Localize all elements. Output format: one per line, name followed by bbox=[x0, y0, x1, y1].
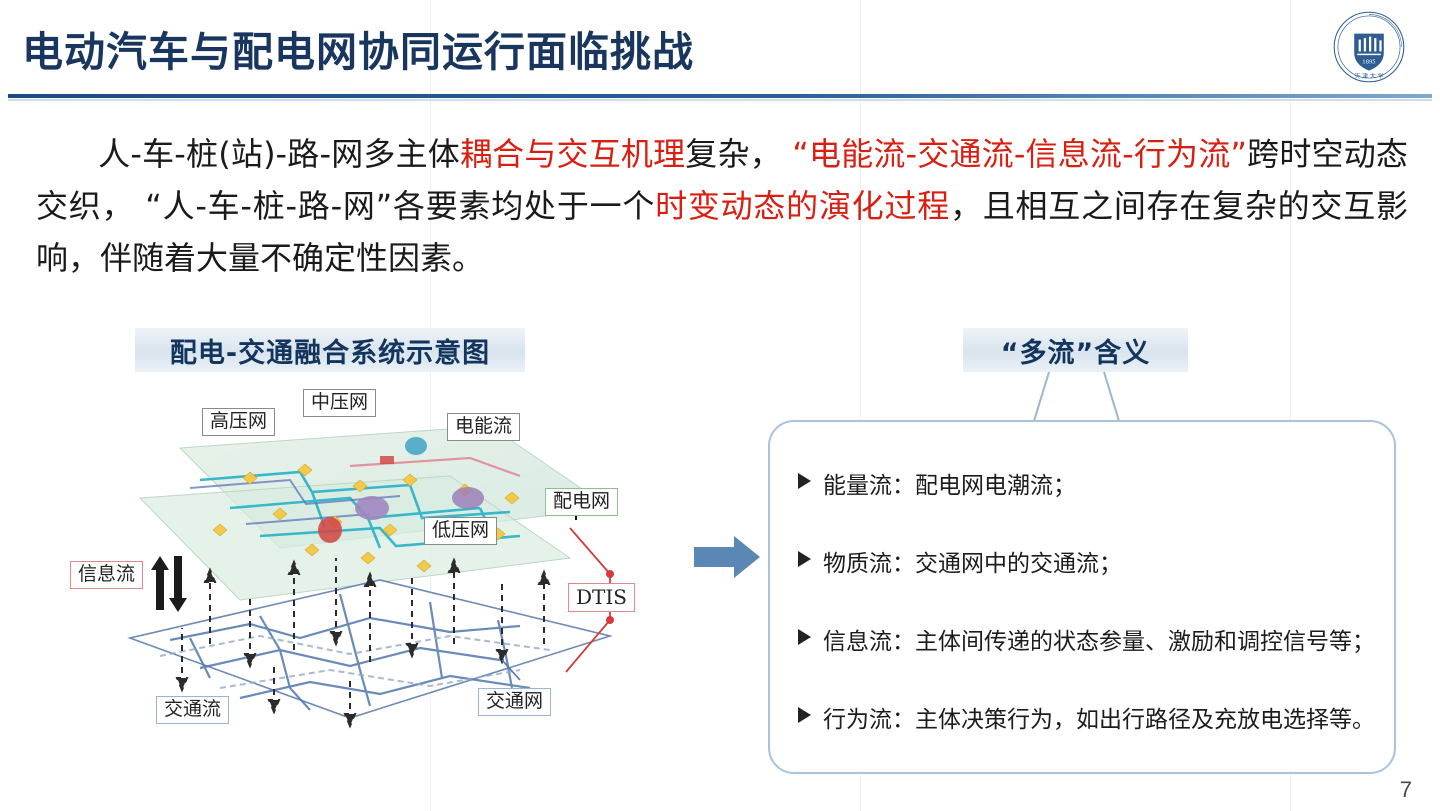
bullet-item-information-flow: 信息流：主体间传递的状态参量、激励和调控信号等； bbox=[798, 622, 1375, 656]
paragraph-segment-4: ，且相互之间存在复杂的交互影响，伴随着大量不确定性因素。 bbox=[36, 187, 1408, 277]
triangle-bullet-icon bbox=[798, 473, 811, 489]
flow-arrow-icon bbox=[694, 534, 760, 580]
paragraph-highlight-3: 时变动态的演化过程 bbox=[655, 187, 951, 225]
page-number: 7 bbox=[1399, 777, 1412, 802]
svg-text:1895: 1895 bbox=[1362, 59, 1375, 65]
triangle-bullet-icon bbox=[798, 551, 811, 567]
figure-label-dtis: DTIS bbox=[568, 583, 635, 612]
paragraph-segment-2: 复杂， bbox=[685, 135, 793, 173]
body-paragraph: 人-车-桩(站)-路-网多主体耦合与交互机理复杂， “电能流-交通流-信息流-行… bbox=[36, 128, 1408, 284]
right-section-banner-label: “多流”含义 bbox=[1000, 337, 1151, 369]
figure-label-power-flow: 电能流 bbox=[447, 413, 521, 441]
bullet-item-material-flow: 物质流：交通网中的交通流； bbox=[798, 544, 1122, 578]
figure-label-high-voltage-grid: 高压网 bbox=[202, 408, 276, 436]
figure-label-distribution-network: 配电网 bbox=[545, 488, 619, 516]
figure-label-traffic-flow: 交通流 bbox=[156, 696, 230, 724]
left-section-banner: 配电-交通融合系统示意图 bbox=[135, 328, 525, 372]
page-title: 电动汽车与配电网协同运行面临挑战 bbox=[22, 28, 694, 76]
banner-connector-right-line bbox=[1103, 371, 1121, 423]
bullet-item-behavior-flow: 行为流：主体决策行为，如出行路径及充放电选择等。 bbox=[798, 700, 1375, 734]
figure-label-low-voltage-grid: 低压网 bbox=[424, 517, 498, 545]
figure-label-medium-voltage-grid: 中压网 bbox=[303, 389, 377, 417]
paragraph-segment-3: 跨时空动态交织， “人-车-桩-路-网”各要素均处于一个 bbox=[36, 135, 1408, 225]
bullet-label: 物质流：交通网中的交通流； bbox=[823, 551, 1122, 577]
multi-flow-definition-panel: 能量流：配电网电潮流； 物质流：交通网中的交通流； 信息流：主体间传递的状态参量… bbox=[768, 420, 1396, 774]
isometric-network-illustration bbox=[127, 425, 614, 729]
figure-label-information-flow: 信息流 bbox=[70, 561, 144, 589]
left-section-banner-label: 配电-交通融合系统示意图 bbox=[169, 337, 491, 369]
bullet-item-energy-flow: 能量流：配电网电潮流； bbox=[798, 466, 1076, 500]
figure-label-traffic-network: 交通网 bbox=[478, 688, 552, 716]
triangle-bullet-icon bbox=[798, 629, 811, 645]
bullet-label: 行为流：主体决策行为，如出行路径及充放电选择等。 bbox=[823, 707, 1375, 733]
triangle-bullet-icon bbox=[798, 707, 811, 723]
university-seal-icon: 1895 天 津 大 学 bbox=[1332, 10, 1406, 84]
distribution-traffic-system-diagram: 高压网 中压网 电能流 低压网 配电网 DTIS 信息流 交通流 交通网 bbox=[50, 388, 690, 748]
bullet-label: 信息流：主体间传递的状态参量、激励和调控信号等； bbox=[823, 629, 1375, 655]
title-divider bbox=[8, 94, 1432, 98]
slide-header: 电动汽车与配电网协同运行面临挑战 bbox=[0, 0, 1440, 101]
bullet-label: 能量流：配电网电潮流； bbox=[823, 473, 1076, 499]
information-flow-arrows bbox=[151, 556, 187, 612]
right-section-banner: “多流”含义 bbox=[963, 328, 1188, 372]
svg-text:天 津 大 学: 天 津 大 学 bbox=[1354, 72, 1383, 80]
title-divider-secondary bbox=[8, 99, 1432, 101]
paragraph-highlight-2: “电能流-交通流-信息流-行为流” bbox=[792, 135, 1247, 173]
paragraph-highlight-1: 耦合与交互机理 bbox=[459, 135, 686, 173]
paragraph-segment-1: 人-车-桩(站)-路-网多主体 bbox=[98, 135, 460, 173]
banner-connector-left-line bbox=[1032, 371, 1050, 423]
